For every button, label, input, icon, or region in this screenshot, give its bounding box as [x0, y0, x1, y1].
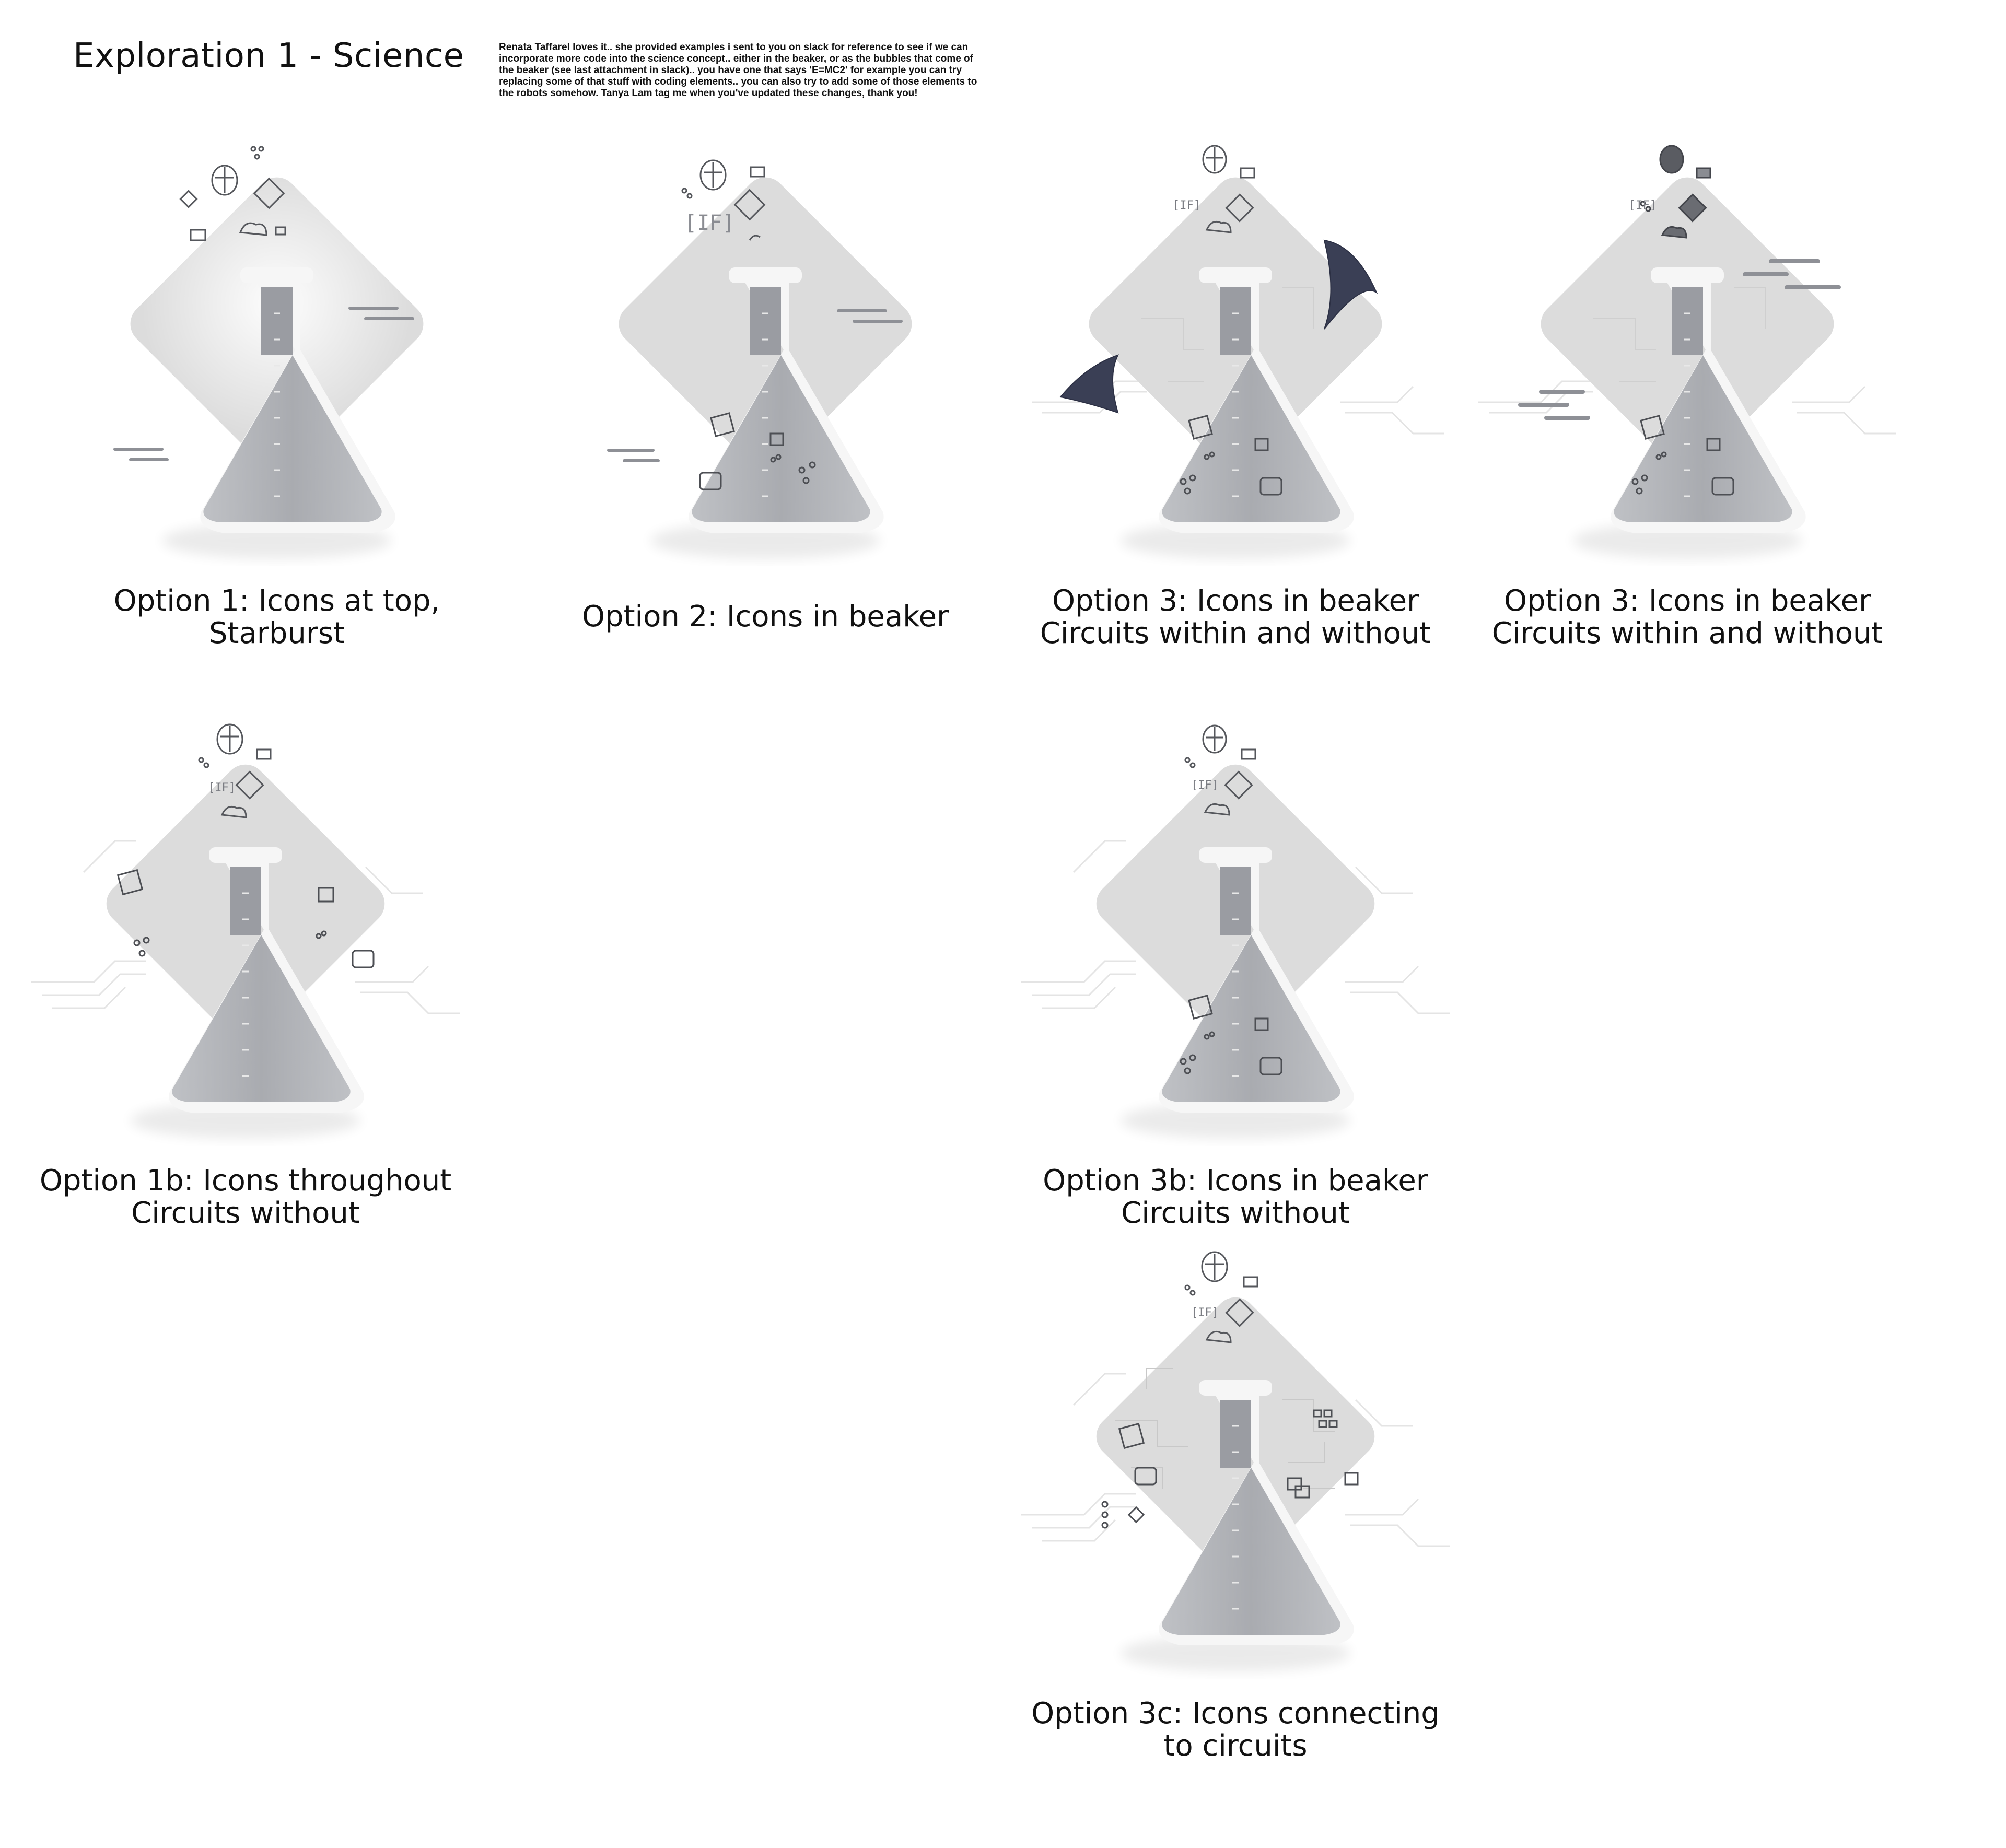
- option-3a-illustration: [IF]: [1032, 145, 1444, 559]
- icons-in-beaker: [699, 412, 816, 490]
- caption-line: Starburst: [208, 616, 345, 650]
- caption-line: Option 1b: Icons throughout: [39, 1164, 452, 1198]
- caption-line: Circuits within and without: [1040, 616, 1431, 650]
- icons-in-beaker: [1180, 995, 1282, 1075]
- option-3b-card: [IF] Option 3: Icons in beaker C: [1463, 131, 1912, 710]
- icons-top: [1202, 145, 1255, 233]
- circuit-lines: [31, 840, 460, 1014]
- caption-line: Option 3: Icons in beaker: [1503, 584, 1871, 618]
- caption-line: Circuits without: [1121, 1196, 1350, 1230]
- motion-dashes: [113, 307, 414, 461]
- option-3b-beaker-caption: Option 3b: Icons in beaker Circuits with…: [1011, 1165, 1460, 1230]
- circuit-lines: [1021, 840, 1450, 1014]
- motion-dashes: [607, 309, 903, 462]
- option-2-caption: Option 2: Icons in beaker: [541, 601, 990, 633]
- option-2-illustration: [IF]: [607, 159, 912, 559]
- option-3c-illustration: [IF]: [1021, 1251, 1450, 1671]
- option-3-variant-illustration: [IF]: [1478, 145, 1896, 559]
- icons-in-beaker: [1180, 415, 1282, 496]
- flask: [1121, 1380, 1354, 1671]
- if-label: [IF]: [1191, 779, 1219, 792]
- flask: [162, 267, 395, 559]
- caption-line: Option 3b: Icons in beaker: [1043, 1164, 1428, 1198]
- icons-top: [1184, 724, 1256, 816]
- caption-line: Option 1: Icons at top,: [113, 584, 440, 618]
- caption-line: Option 3: Icons in beaker: [1052, 584, 1419, 618]
- icons-top: [1184, 1251, 1258, 1343]
- option-3b-caption: Option 3: Icons in beaker Circuits withi…: [1463, 585, 1912, 650]
- icons-throughout: [116, 869, 375, 968]
- option-3b-beaker-card: [IF] Option 3b: Icons in beaker: [1011, 710, 1460, 1290]
- flask: [1121, 847, 1354, 1139]
- circuit-lines: [1021, 1373, 1450, 1547]
- icons-top: [1640, 145, 1711, 239]
- option-3c-caption: Option 3c: Icons connecting to circuits: [1011, 1698, 1460, 1762]
- option-3a-caption: Option 3: Icons in beaker Circuits withi…: [1011, 585, 1460, 650]
- caption-line: Circuits within and without: [1491, 616, 1883, 650]
- option-1b-illustration: [IF]: [31, 723, 460, 1139]
- option-1-caption: Option 1: Icons at top, Starburst: [52, 585, 501, 650]
- option-2-card: [IF] Option 2: Icons in beaker: [541, 131, 990, 710]
- flask: [1572, 267, 1806, 559]
- motion-dashes: [1518, 259, 1841, 420]
- option-3a-card: [IF] Option 3: Icons in beaker C: [1011, 131, 1460, 710]
- caption-line: Option 2: Icons in beaker: [581, 600, 949, 634]
- if-label: [IF]: [1191, 1306, 1219, 1319]
- icons-top: [681, 159, 766, 241]
- option-1b-caption: Option 1b: Icons throughout Circuits wit…: [21, 1165, 470, 1230]
- flask: [650, 267, 884, 559]
- feedback-note: Renata Taffarel loves it.. she provided …: [499, 42, 977, 99]
- icons-connecting-circuits: [1101, 1409, 1359, 1529]
- if-label: [IF]: [1173, 199, 1200, 212]
- option-3c-card: [IF] Option 3c: Icons connect: [1011, 1243, 1460, 1823]
- page-title: Exploration 1 - Science: [73, 37, 464, 75]
- icons-top: [179, 146, 286, 241]
- icons-top: [198, 723, 272, 818]
- caption-line: to circuits: [1163, 1729, 1308, 1763]
- if-label: [IF]: [684, 211, 734, 235]
- caption-line: Circuits without: [131, 1196, 360, 1230]
- option-1b-card: [IF] Option 1b: Icons throughout Circuit…: [21, 710, 470, 1290]
- option-3b-illustration: [IF]: [1021, 724, 1450, 1139]
- flask: [131, 847, 364, 1139]
- if-label: [IF]: [208, 781, 236, 794]
- flask: [1121, 267, 1354, 559]
- option-1-card: Option 1: Icons at top, Starburst: [52, 131, 501, 710]
- option-1-illustration: [113, 146, 424, 559]
- caption-line: Option 3c: Icons connecting: [1031, 1697, 1440, 1730]
- icons-in-beaker: [1631, 415, 1734, 496]
- if-label: [IF]: [1629, 199, 1657, 212]
